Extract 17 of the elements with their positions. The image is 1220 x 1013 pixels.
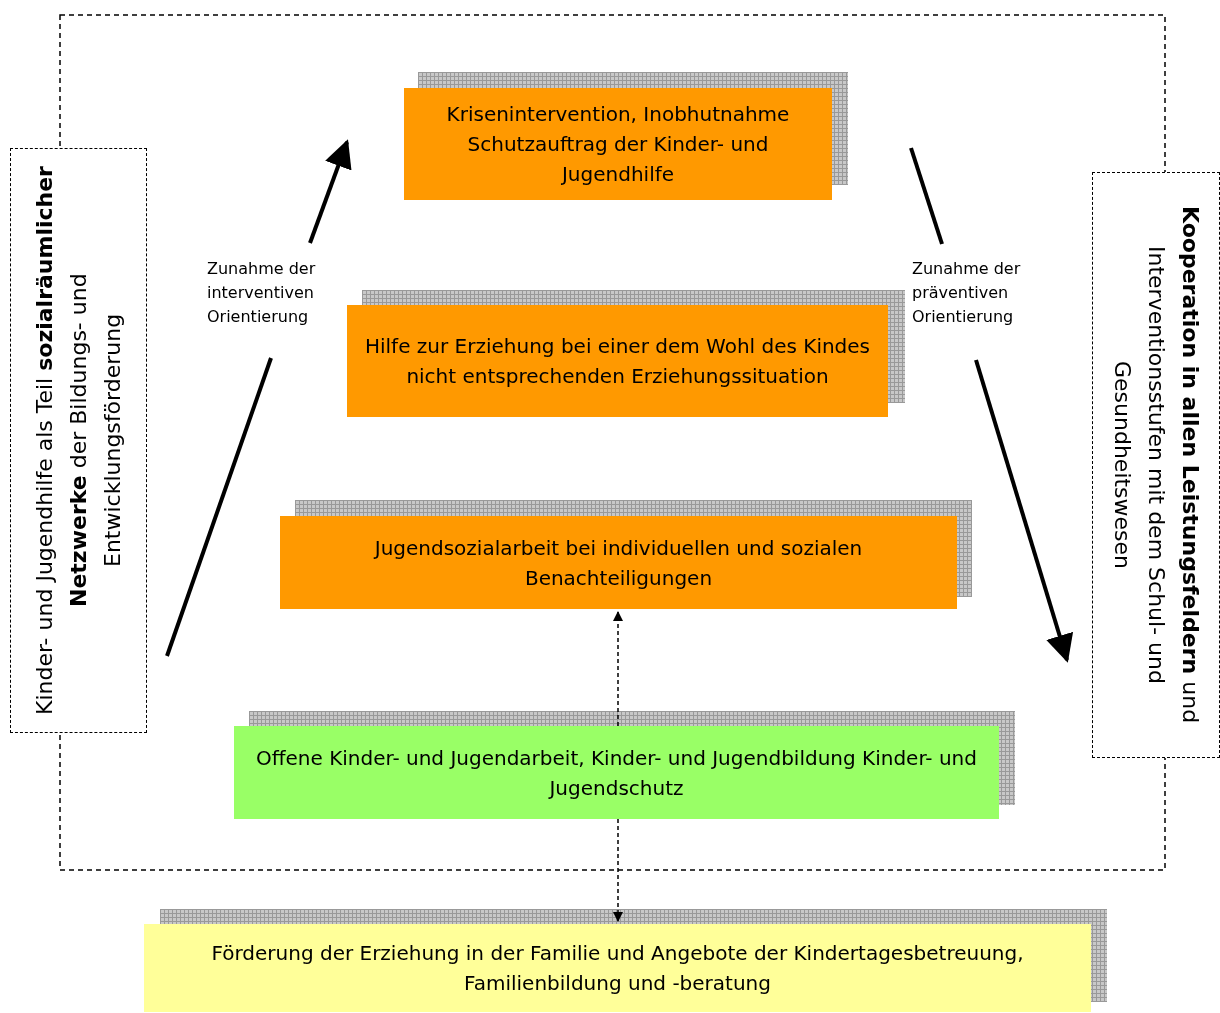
box-text: Jugendsozialarbeit bei individuellen und sozialen Benachteiligungen	[372, 534, 864, 592]
annotation-text: Zunahme der präventiven Orientierung	[912, 258, 1022, 328]
process-box	[144, 924, 1091, 1012]
process-box	[404, 88, 832, 200]
arrow	[612, 818, 624, 923]
box-text: Offene Kinder- und Jugendarbeit, Kinder- und Jugendbildung Kinder- und Jugendschutz	[255, 744, 978, 802]
arrow	[612, 610, 624, 727]
box-text: Krisenintervention, Inobhutnahme Schutzauftrag der Kinder- und Jugendhilfe	[445, 101, 791, 188]
process-box	[234, 726, 999, 819]
box-text: Hilfe zur Erziehung bei einer dem Wohl des Kindes nicht entsprechenden Erziehungssituation	[363, 333, 872, 390]
process-box	[347, 305, 888, 417]
side-panel	[10, 148, 147, 733]
side-panel	[1092, 172, 1220, 758]
box-text: Kooperation in allen Leistungsfeldern und Interventionsstufen mit dem Schul- und Gesundheitswesen	[1109, 205, 1204, 726]
annotation-text: Zunahme der interventiven Orientierung	[207, 258, 317, 328]
process-box	[280, 516, 957, 609]
box-text: Förderung der Erziehung in der Familie und Angebote der Kindertagesbetreuung, Familienbildung und -beratung	[210, 940, 1025, 997]
